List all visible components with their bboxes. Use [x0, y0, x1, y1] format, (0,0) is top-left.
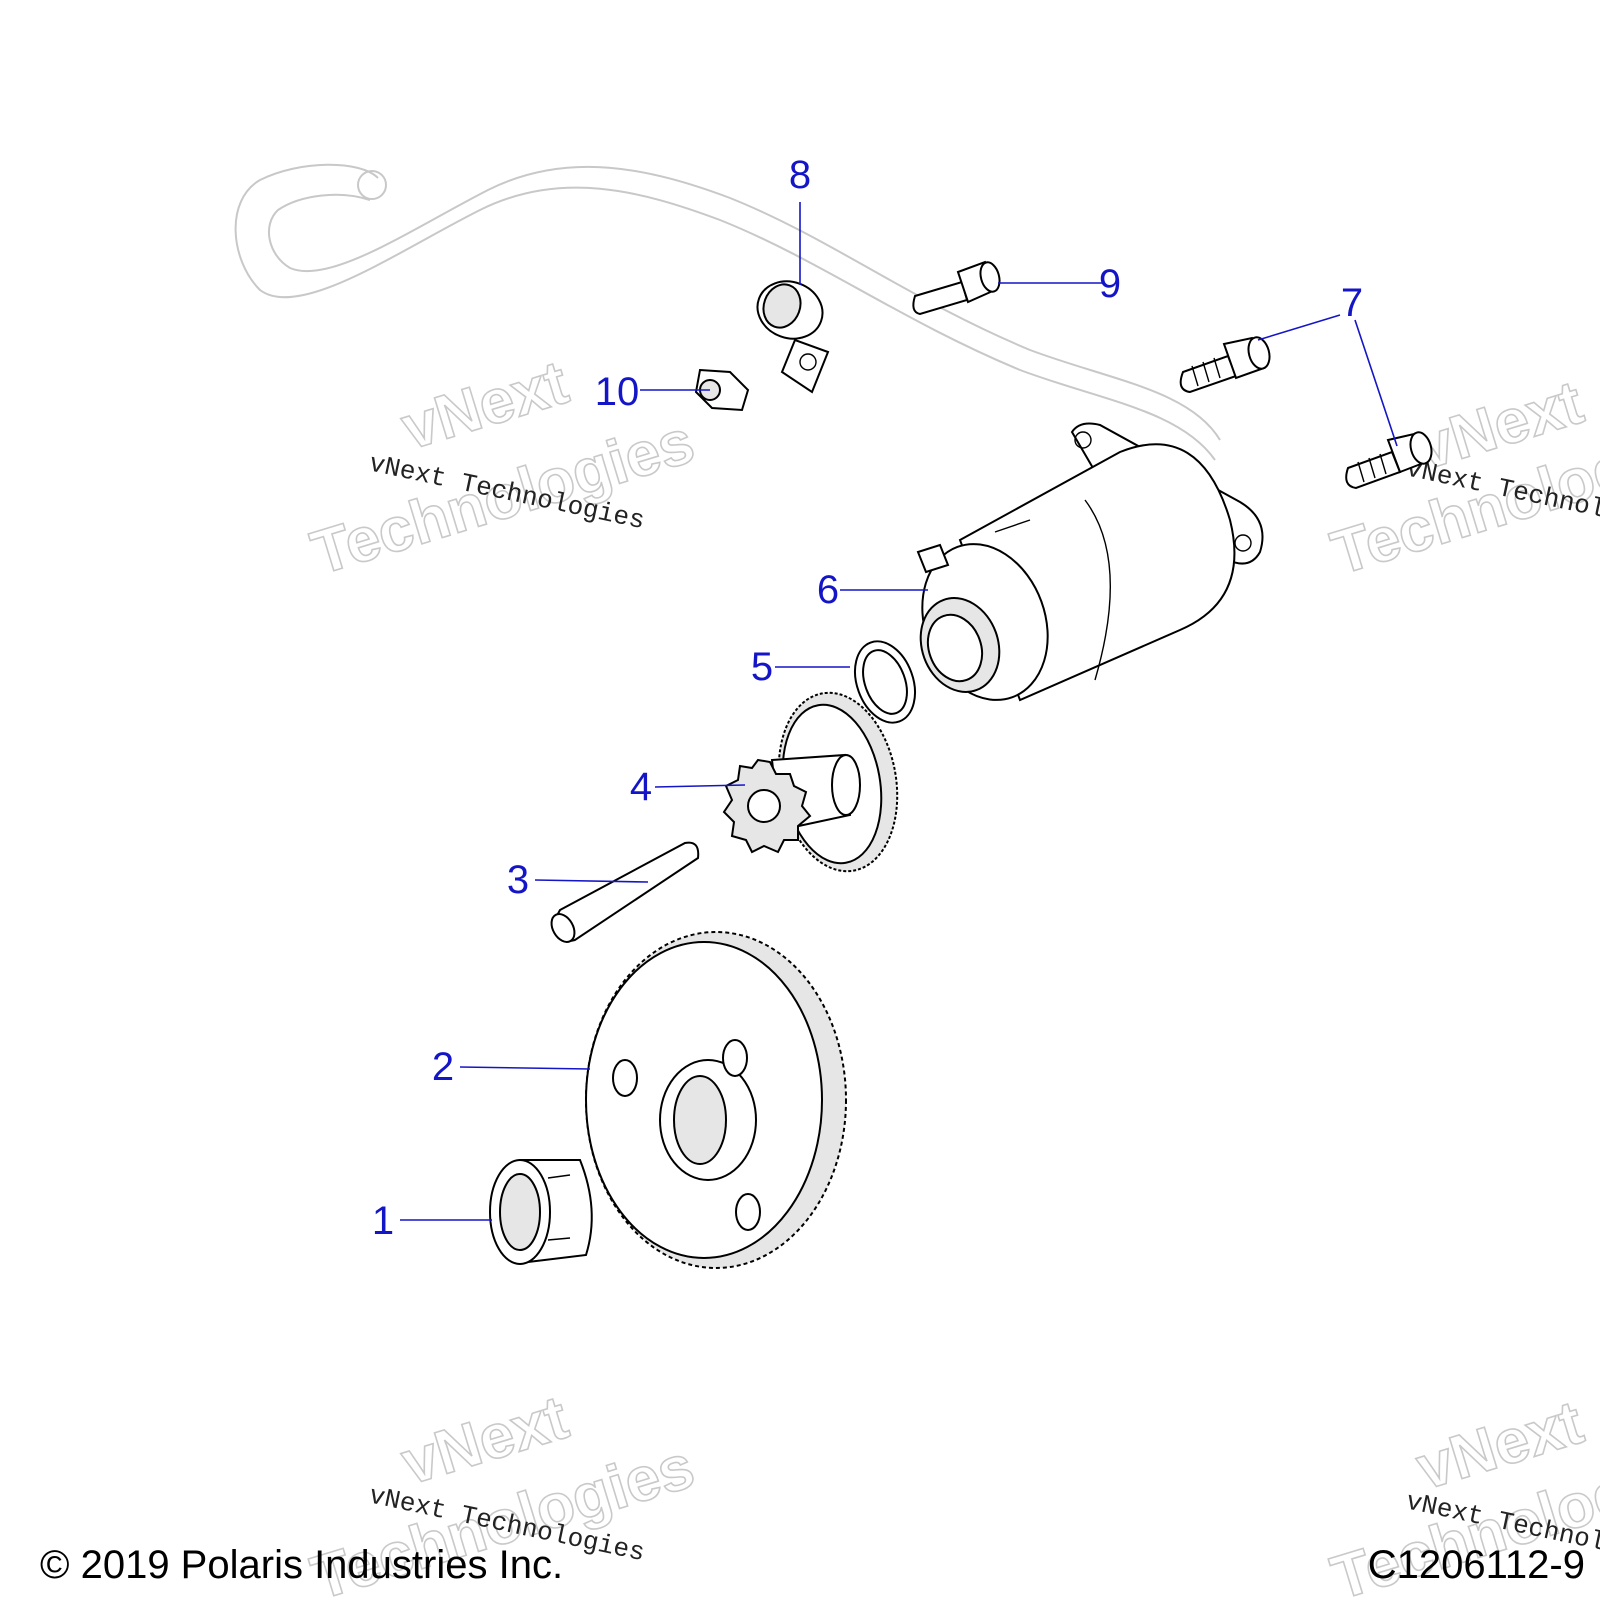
callout-9: 9	[1099, 262, 1121, 306]
part-4-reduction-gear	[722, 691, 899, 873]
part-10-nut	[694, 368, 750, 412]
ghost-hose	[234, 163, 1221, 461]
watermark-top-left: vNext Technologies vNext Technologies	[303, 347, 703, 589]
callout-6: 6	[817, 568, 839, 612]
part-9-bolt	[912, 260, 1001, 316]
callout-7: 7	[1341, 281, 1363, 325]
callout-10: 10	[595, 370, 640, 414]
callout-1: 1	[372, 1199, 394, 1243]
part-6-starter-motor	[916, 422, 1264, 702]
callout-2: 2	[432, 1045, 454, 1089]
callout-8: 8	[789, 153, 811, 197]
copyright-text: © 2019 Polaris Industries Inc.	[40, 1543, 563, 1587]
part-3-pin	[550, 841, 700, 943]
part-7-bolts	[1179, 336, 1433, 490]
watermark-word1: vNext	[394, 348, 576, 463]
callouts: 1 2 3 4 5 6 7 8 9 10	[372, 153, 1363, 1243]
callout-3: 3	[507, 858, 529, 902]
leader-lines	[400, 202, 1398, 1221]
part-5-ring	[854, 640, 916, 724]
part-8-clamp	[756, 280, 830, 394]
figure-code: C1206112-9	[1368, 1543, 1585, 1587]
part-2-starter-gear	[585, 931, 847, 1269]
callout-5: 5	[751, 645, 773, 689]
part-1-clutch	[489, 1159, 593, 1265]
callout-4: 4	[630, 765, 652, 809]
